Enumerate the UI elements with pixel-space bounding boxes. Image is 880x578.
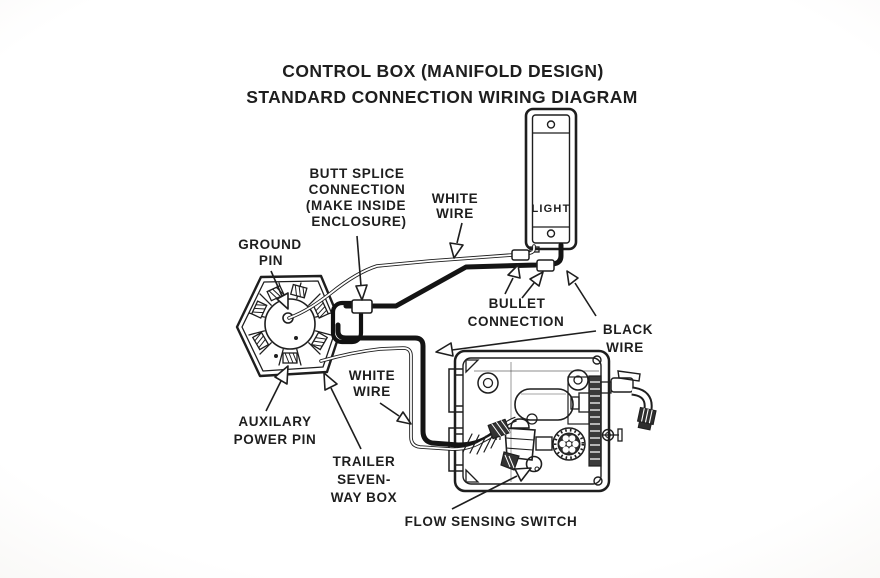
dial-clover — [559, 435, 579, 453]
title-line-2: STANDARD CONNECTION WIRING DIAGRAM — [246, 87, 637, 107]
white-wire-lower-arrow — [379, 402, 412, 425]
black-wire-to-light — [343, 242, 564, 309]
corner-mark-bottom-left — [465, 468, 480, 483]
white-wire-lower-line1: WHITE — [349, 368, 396, 383]
control-box — [448, 349, 657, 493]
butt-splice-label: BUTT SPLICE CONNECTION (MAKE INSIDE ENCL… — [306, 166, 406, 229]
sensor-dial — [552, 427, 586, 461]
control-box-outer — [453, 349, 611, 493]
boss-left — [477, 372, 499, 394]
auxilary-line1: AUXILARY — [238, 414, 311, 429]
flow-sensing-switch-line1: FLOW SENSING SWITCH — [405, 514, 578, 529]
white-wire-upper-label: WHITE WIRE — [432, 191, 479, 221]
ground-pin-label: GROUND PIN — [238, 237, 302, 268]
flow-sensing-switch-arrow — [451, 467, 532, 510]
trailer-seven-way-box-label: TRAILER SEVEN- WAY BOX — [331, 454, 397, 505]
white-wire-to-light — [287, 244, 536, 320]
wire-loom-hatch — [462, 431, 500, 455]
trailer-line3: WAY BOX — [331, 490, 397, 505]
bullet-connection-label: BULLET CONNECTION — [468, 296, 565, 329]
regulator-skirt — [500, 451, 520, 471]
butt-splice-arrow — [355, 235, 368, 301]
white-wire-lower-line2: WIRE — [353, 384, 391, 399]
bullet-connector-black — [536, 259, 555, 272]
side-plug — [601, 428, 623, 442]
bullet-connection-line1: BULLET — [489, 296, 546, 311]
ground-pin-line1: GROUND — [238, 237, 302, 252]
auxilary-power-pin-arrow — [265, 365, 289, 412]
black-wire-to-control-box — [335, 322, 500, 448]
trailer-line1: TRAILER — [333, 454, 396, 469]
ribbed-plate-ribs — [590, 381, 600, 460]
auxilary-power-pin-label: AUXILARY POWER PIN — [234, 414, 317, 447]
white-wire-lower-label: WHITE WIRE — [349, 368, 396, 399]
trailer-seven-way-connector — [235, 274, 364, 378]
ground-pin-line2: PIN — [259, 253, 283, 268]
corner-mark-top-left — [465, 359, 480, 374]
light-label: LIGHT — [532, 203, 571, 215]
small-boss — [526, 413, 538, 425]
valve-lever — [617, 370, 641, 382]
screw-bottom-right — [593, 476, 603, 486]
screw-top-right — [592, 355, 602, 365]
ground-pin-arrow — [270, 270, 289, 310]
boss-left-center — [482, 377, 494, 389]
callout-labels: BUTT SPLICE CONNECTION (MAKE INSIDE ENCL… — [234, 166, 653, 529]
bullet-connection-line2: CONNECTION — [468, 314, 565, 329]
light-assembly: LIGHT — [524, 107, 578, 253]
white-wire-to-control-box — [319, 346, 494, 451]
bottom-port-hole — [525, 455, 543, 473]
black-wire-arrow-upper — [566, 270, 597, 317]
black-wire-line2: WIRE — [606, 340, 644, 355]
black-wire-arrow-long — [435, 330, 597, 357]
connector-center-disc — [264, 298, 316, 350]
flow-sensing-switch-label: FLOW SENSING SWITCH — [405, 514, 578, 529]
connector-pin-dot-2 — [274, 354, 278, 358]
ribbed-plate — [588, 375, 602, 467]
light-top-screw — [546, 120, 556, 129]
auxilary-power-pin-terminal — [282, 352, 298, 364]
black-wire-line1: BLACK — [603, 322, 653, 337]
boss-right — [567, 369, 589, 391]
connector-terminals — [250, 283, 330, 364]
butt-splice-connector — [351, 299, 373, 314]
light-outer-housing — [524, 107, 578, 251]
black-wire-label: BLACK WIRE — [603, 322, 653, 355]
auxilary-line2: POWER PIN — [234, 432, 317, 447]
manifold-cylinder — [514, 388, 574, 421]
white-wire-upper-line2: WIRE — [436, 206, 474, 221]
light-bottom-screw — [546, 229, 556, 238]
wire-terminal-block — [487, 418, 511, 440]
diagram-title: CONTROL BOX (MANIFOLD DESIGN) STANDARD C… — [246, 61, 637, 107]
bullet-connection-arrow-white — [504, 264, 521, 295]
trailer-line2: SEVEN- — [337, 472, 391, 487]
butt-splice-line4: ENCLOSURE) — [311, 214, 406, 229]
trailer-seven-way-box-arrow — [323, 372, 362, 450]
light-lens — [531, 114, 571, 244]
mount-bracket-upper — [448, 368, 463, 413]
butt-splice-line3: (MAKE INSIDE — [306, 198, 406, 213]
bullet-connector-white — [511, 249, 530, 261]
connector-pin-dot-1 — [294, 336, 298, 340]
title-line-1: CONTROL BOX (MANIFOLD DESIGN) — [282, 61, 603, 81]
white-wire-upper-line1: WHITE — [432, 191, 479, 206]
butt-splice-line1: BUTT SPLICE — [309, 166, 404, 181]
callout-arrows — [265, 222, 597, 510]
wiring — [287, 242, 564, 455]
elbow-fitting — [631, 386, 657, 431]
boss-right-center — [573, 375, 583, 385]
bottom-port-dot — [534, 466, 540, 472]
bullet-connection-arrow-black — [521, 271, 544, 299]
flow-sensing-switch-assembly — [500, 418, 553, 471]
butt-splice-line2: CONNECTION — [309, 182, 406, 197]
white-wire-upper-arrow — [449, 222, 464, 259]
petcock-valve — [600, 370, 641, 394]
